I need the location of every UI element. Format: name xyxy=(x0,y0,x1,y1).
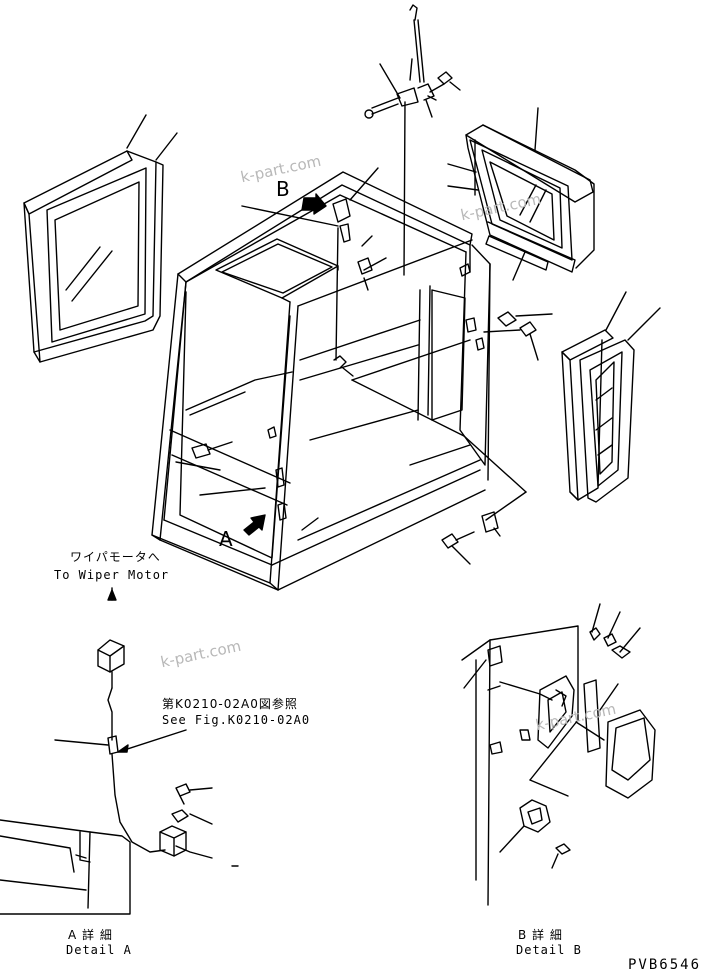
detail-b-caption-jp: B 詳 細 xyxy=(518,928,563,942)
detail-a-caption-jp: A 詳 細 xyxy=(68,928,113,942)
drawing-code: PVB6546 xyxy=(628,957,701,973)
see-fig-jp: 第K0210-02A0図参照 xyxy=(162,697,298,711)
left-window-glass xyxy=(23,114,178,363)
roof-bracket-parts xyxy=(332,198,373,291)
see-fig-en: See Fig.K0210-02A0 xyxy=(162,713,311,727)
wiper-label-en: To Wiper Motor xyxy=(54,568,170,582)
cab-frame xyxy=(151,171,491,591)
detail-b-caption-en: Detail B xyxy=(516,943,582,957)
detail-b-drawing xyxy=(461,603,656,906)
detail-a-drawing xyxy=(0,639,239,915)
side-window-glass xyxy=(561,291,661,503)
wiper-arrow xyxy=(107,587,117,601)
detail-b-marker: B xyxy=(276,177,290,201)
callout-arrow-a xyxy=(243,514,266,536)
rear-window-glass xyxy=(447,107,595,281)
callout-arrow-b xyxy=(301,193,327,215)
cab-fasteners xyxy=(441,311,553,565)
leader-lines-cab xyxy=(241,167,527,531)
detail-a-caption-en: Detail A xyxy=(66,943,132,957)
antenna-stay xyxy=(364,4,461,276)
detail-a-marker: A xyxy=(219,527,233,551)
wiper-label-jp: ワイパモータへ xyxy=(70,550,161,564)
